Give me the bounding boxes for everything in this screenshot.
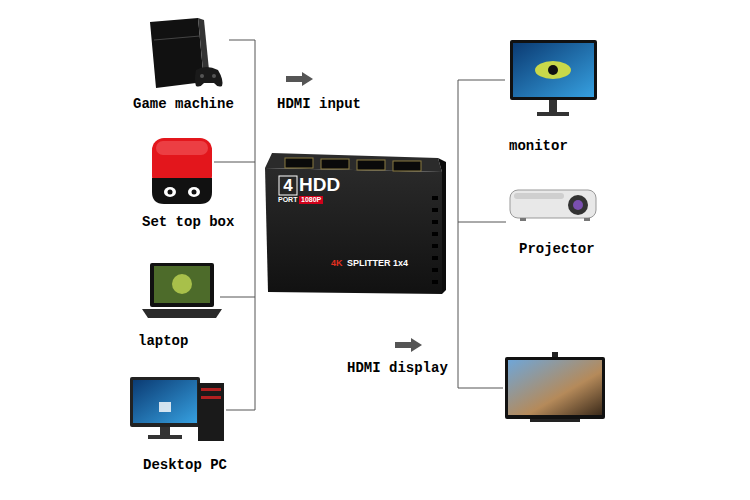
port-word: PORT (278, 196, 297, 204)
device-label: Game machine (133, 96, 236, 113)
port-count: 4 (279, 176, 297, 196)
device-name: Set top box (142, 214, 237, 231)
projector (510, 190, 596, 221)
display-label: Projector (519, 241, 597, 258)
set-top-box (152, 138, 212, 204)
device-name: monitor (509, 138, 570, 155)
device-name: Game machine (133, 96, 236, 113)
device-label: Set top box (142, 214, 237, 231)
device-name: Desktop PC (143, 457, 230, 474)
game-console (150, 18, 223, 88)
resolution-mark: 4K (331, 258, 343, 268)
model-name: SPLITTER 1x4 (347, 258, 408, 268)
signal-label: HDMI display (347, 360, 448, 377)
display-label: monitor (509, 138, 570, 155)
output-wires (458, 80, 506, 388)
resolution-badge: 1080P (299, 196, 323, 204)
splitter-housing (265, 153, 446, 294)
laptop (142, 263, 222, 318)
brand-logo: HDD (299, 174, 340, 196)
signal-label: HDMI input (277, 96, 361, 113)
device-name: Projector (519, 241, 597, 258)
television (505, 352, 605, 422)
splitter-box: 4PORTHDD1080P 4K SPLITTER 1x4 (265, 150, 443, 296)
device-label: laptop (138, 333, 191, 350)
desktop-pc (130, 377, 224, 441)
device-name: laptop (138, 333, 191, 350)
monitor (510, 40, 597, 116)
device-label: Desktop PC (143, 457, 230, 474)
